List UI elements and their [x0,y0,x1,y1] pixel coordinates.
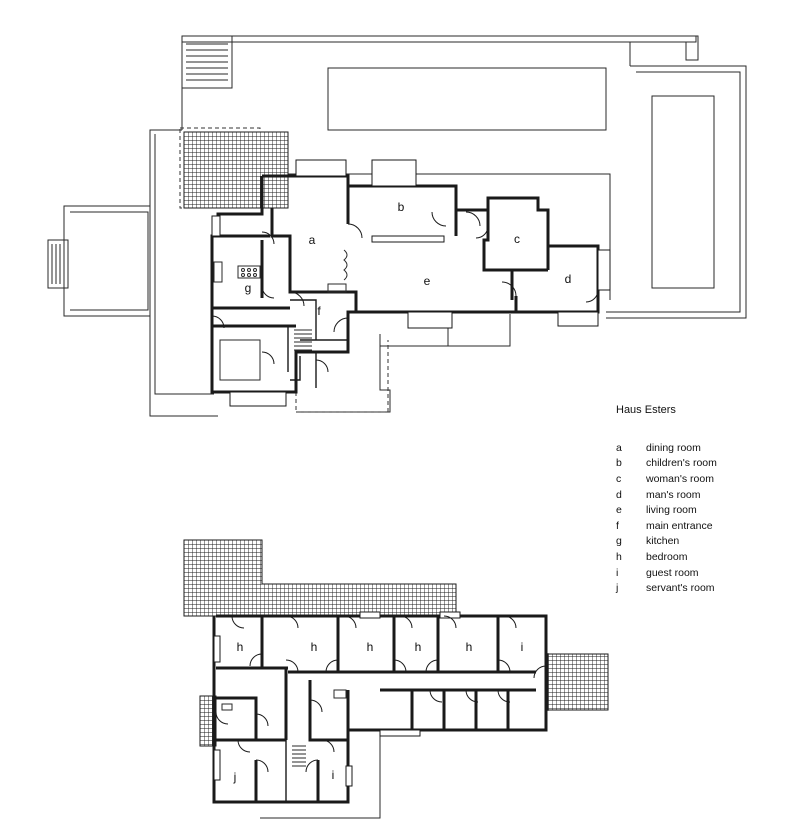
terrace-grid [183,131,289,209]
garden-bed [651,95,715,289]
legend-label: servant's room [646,582,715,595]
balcony-grid [199,695,217,747]
legend-key: a [616,441,622,454]
legend-label: dining room [646,441,701,454]
ground-floor-windows [211,159,611,407]
ground-floor-doors [211,211,599,373]
roof-terrace-grid [183,539,457,617]
legend-key: f [616,519,619,532]
room-label-h-3: h [367,640,374,654]
upper-floor-fixtures [221,689,347,767]
stove [237,265,261,279]
garden-terrace-outlines [47,35,747,417]
pool [327,67,607,131]
room-label-g: g [245,281,252,295]
room-label-b: b [398,200,405,214]
legend-label: woman's room [646,472,714,485]
upper-floor-walls [212,614,549,804]
legend-label: guest room [646,566,699,579]
legend-label: children's room [646,457,717,470]
legend-key: c [616,472,622,485]
legend-item: f main entrance [616,518,776,534]
side-terrace-grid [547,653,609,711]
ground-floor-walls [210,174,600,394]
room-label-h-5: h [466,640,473,654]
legend-label: bedroom [646,550,688,563]
legend-item: e living room [616,502,776,518]
room-label-h-1: h [237,640,244,654]
room-label-j: j [233,770,237,784]
ground-floor-room-letters: a b c d e f g [245,200,572,318]
room-label-c: c [514,232,520,246]
legend-label: kitchen [646,535,680,548]
legend-item: b children's room [616,456,776,472]
room-label-e: e [424,274,431,288]
legend-item: h bedroom [616,549,776,565]
legend-key: g [616,535,622,548]
legend-label: man's room [646,488,701,501]
legend-item: g kitchen [616,534,776,550]
legend-key: e [616,504,622,517]
upper-floor-terraces [183,539,609,819]
room-label-h-4: h [415,640,422,654]
legend-title: Haus Esters [616,404,676,416]
plan-legend: Haus Esters a dining room b children's room… [616,404,776,596]
legend-key: h [616,550,622,563]
upper-floor-doors [215,615,547,773]
legend-key: i [616,566,619,579]
room-label-i-2: i [332,768,335,782]
legend-item: i guest room [616,565,776,581]
legend-item: d man's room [616,487,776,503]
legend-item: j servant's room [616,580,776,596]
room-label-d: d [565,272,572,286]
upper-floor-room-letters: h h h h h i j i [233,640,524,784]
room-label-a: a [309,233,316,247]
legend-label: main entrance [646,519,713,532]
room-label-h-2: h [311,640,318,654]
ground-floor-plan: a b c d e f g [47,35,747,417]
legend-item: c woman's room [616,471,776,487]
legend-list: a dining room b children's room c woman's roo… [616,440,776,596]
ground-floor-fixtures [213,261,347,381]
room-label-i-1: i [521,640,524,654]
legend-key: d [616,488,622,501]
legend-key: b [616,457,622,470]
garden-stair [181,35,233,89]
legend-label: living room [646,504,697,517]
upper-floor-plan: h h h h h i j i [183,539,609,819]
legend-key: j [616,582,619,595]
side-stair [47,239,69,289]
room-label-f: f [317,304,321,318]
legend-item: a dining room [616,440,776,456]
